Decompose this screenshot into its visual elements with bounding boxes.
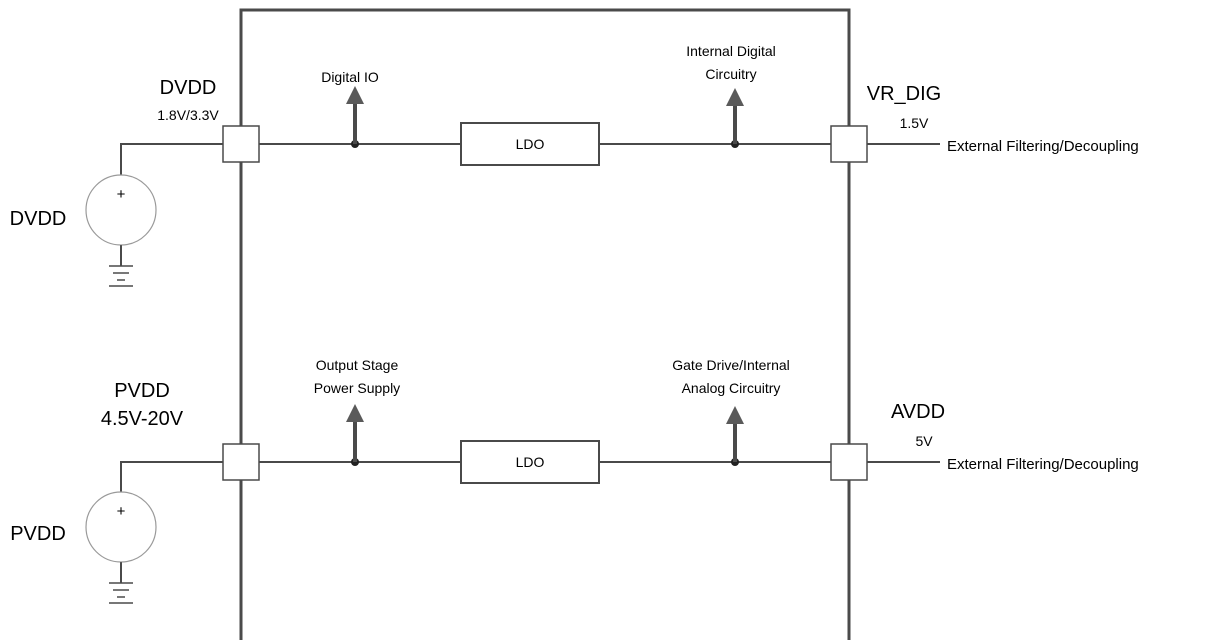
pin-voltage-pvdd: 4.5V-20V — [101, 408, 184, 430]
up-arrow-icon — [346, 404, 364, 462]
ldo-label-2: LDO — [516, 454, 545, 470]
tap-label-internal-digital-2: Circuitry — [705, 66, 756, 82]
pin-voltage-dvdd: 1.8V/3.3V — [157, 107, 219, 123]
ground-icon — [109, 245, 133, 287]
output-note-avdd: External Filtering/Decoupling — [947, 456, 1139, 473]
tap-label-gate-drive-1: Gate Drive/Internal — [672, 357, 790, 373]
dvdd-pin-pad — [222, 125, 260, 163]
source-polarity: + — [117, 186, 126, 203]
ground-icon — [109, 562, 133, 604]
pin-name-pvdd: PVDD — [114, 380, 170, 402]
pin-name-avdd: AVDD — [891, 401, 945, 423]
ldo-label-1: LDO — [516, 136, 545, 152]
up-arrow-icon — [726, 88, 744, 144]
pvdd-pin-pad — [222, 443, 260, 481]
source-label-pvdd: PVDD — [10, 523, 66, 545]
source-label-dvdd: DVDD — [10, 208, 67, 230]
pin-voltage-vrdig: 1.5V — [900, 115, 929, 131]
pin-name-vrdig: VR_DIG — [867, 83, 941, 105]
voltage-source-icon: + — [85, 174, 157, 246]
avdd-pin-pad — [830, 443, 868, 481]
up-arrow-icon — [346, 86, 364, 144]
pin-name-dvdd: DVDD — [160, 77, 217, 99]
source-polarity: + — [117, 503, 126, 520]
tap-label-internal-digital-1: Internal Digital — [686, 43, 776, 59]
ldo-block-2 — [460, 440, 600, 484]
pin-voltage-avdd: 5V — [915, 433, 933, 449]
rail-digital: LDO Digital IO Internal Digital Circuitr… — [10, 43, 1139, 287]
rail-analog: LDO Output Stage Power Supply Gate Drive… — [10, 357, 1139, 604]
tap-label-gate-drive-2: Analog Circuitry — [682, 380, 781, 396]
tap-label-output-stage-1: Output Stage — [316, 357, 399, 373]
tap-label-digital-io: Digital IO — [321, 69, 379, 85]
up-arrow-icon — [726, 406, 744, 462]
vrdig-pin-pad — [830, 125, 868, 163]
output-note-vrdig: External Filtering/Decoupling — [947, 138, 1139, 155]
chip-boundary — [239, 8, 851, 640]
voltage-source-icon: + — [85, 491, 157, 563]
tap-label-output-stage-2: Power Supply — [314, 380, 400, 396]
ldo-block-1 — [460, 122, 600, 166]
